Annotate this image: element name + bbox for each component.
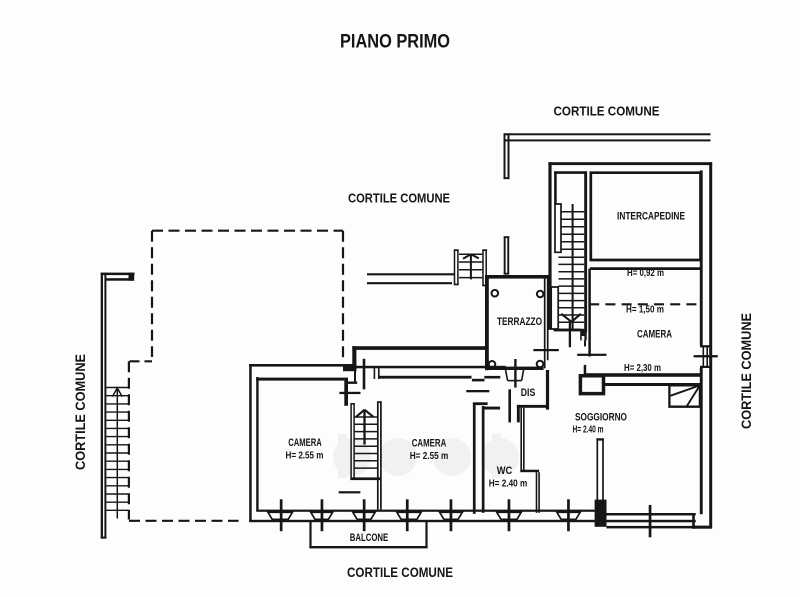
svg-text:CORTILE COMUNE: CORTILE COMUNE [554,104,660,119]
svg-text:SOGGIORNO: SOGGIORNO [575,411,627,423]
svg-text:CORTILE COMUNE: CORTILE COMUNE [73,354,88,470]
svg-text:H= 2.40 m: H= 2.40 m [489,478,528,489]
svg-text:PIANO PRIMO: PIANO PRIMO [340,32,450,53]
svg-text:CORTILE COMUNE: CORTILE COMUNE [739,313,754,429]
svg-text:CAMERA: CAMERA [412,437,447,449]
svg-text:H= 1,50 m: H= 1,50 m [626,304,664,315]
svg-text:BALCONE: BALCONE [350,532,389,544]
svg-text:CORTILE COMUNE: CORTILE COMUNE [347,565,453,580]
svg-text:H= 2.55 m: H= 2.55 m [286,451,324,462]
svg-text:H= 0,92 m: H= 0,92 m [627,268,664,279]
svg-text:H= 2.40 m: H= 2.40 m [573,424,604,435]
svg-text:TERRAZZO: TERRAZZO [497,316,542,328]
svg-text:H= 2,30 m: H= 2,30 m [624,363,661,374]
svg-text:H= 2.55 m: H= 2.55 m [410,451,449,462]
svg-text:INTERCAPEDINE: INTERCAPEDINE [617,210,685,222]
svg-text:WC: WC [497,465,513,477]
svg-text:DIS: DIS [521,387,536,399]
svg-text:CAMERA: CAMERA [288,437,322,449]
svg-text:CAMERA: CAMERA [637,329,672,341]
svg-text:CORTILE COMUNE: CORTILE COMUNE [348,191,450,206]
